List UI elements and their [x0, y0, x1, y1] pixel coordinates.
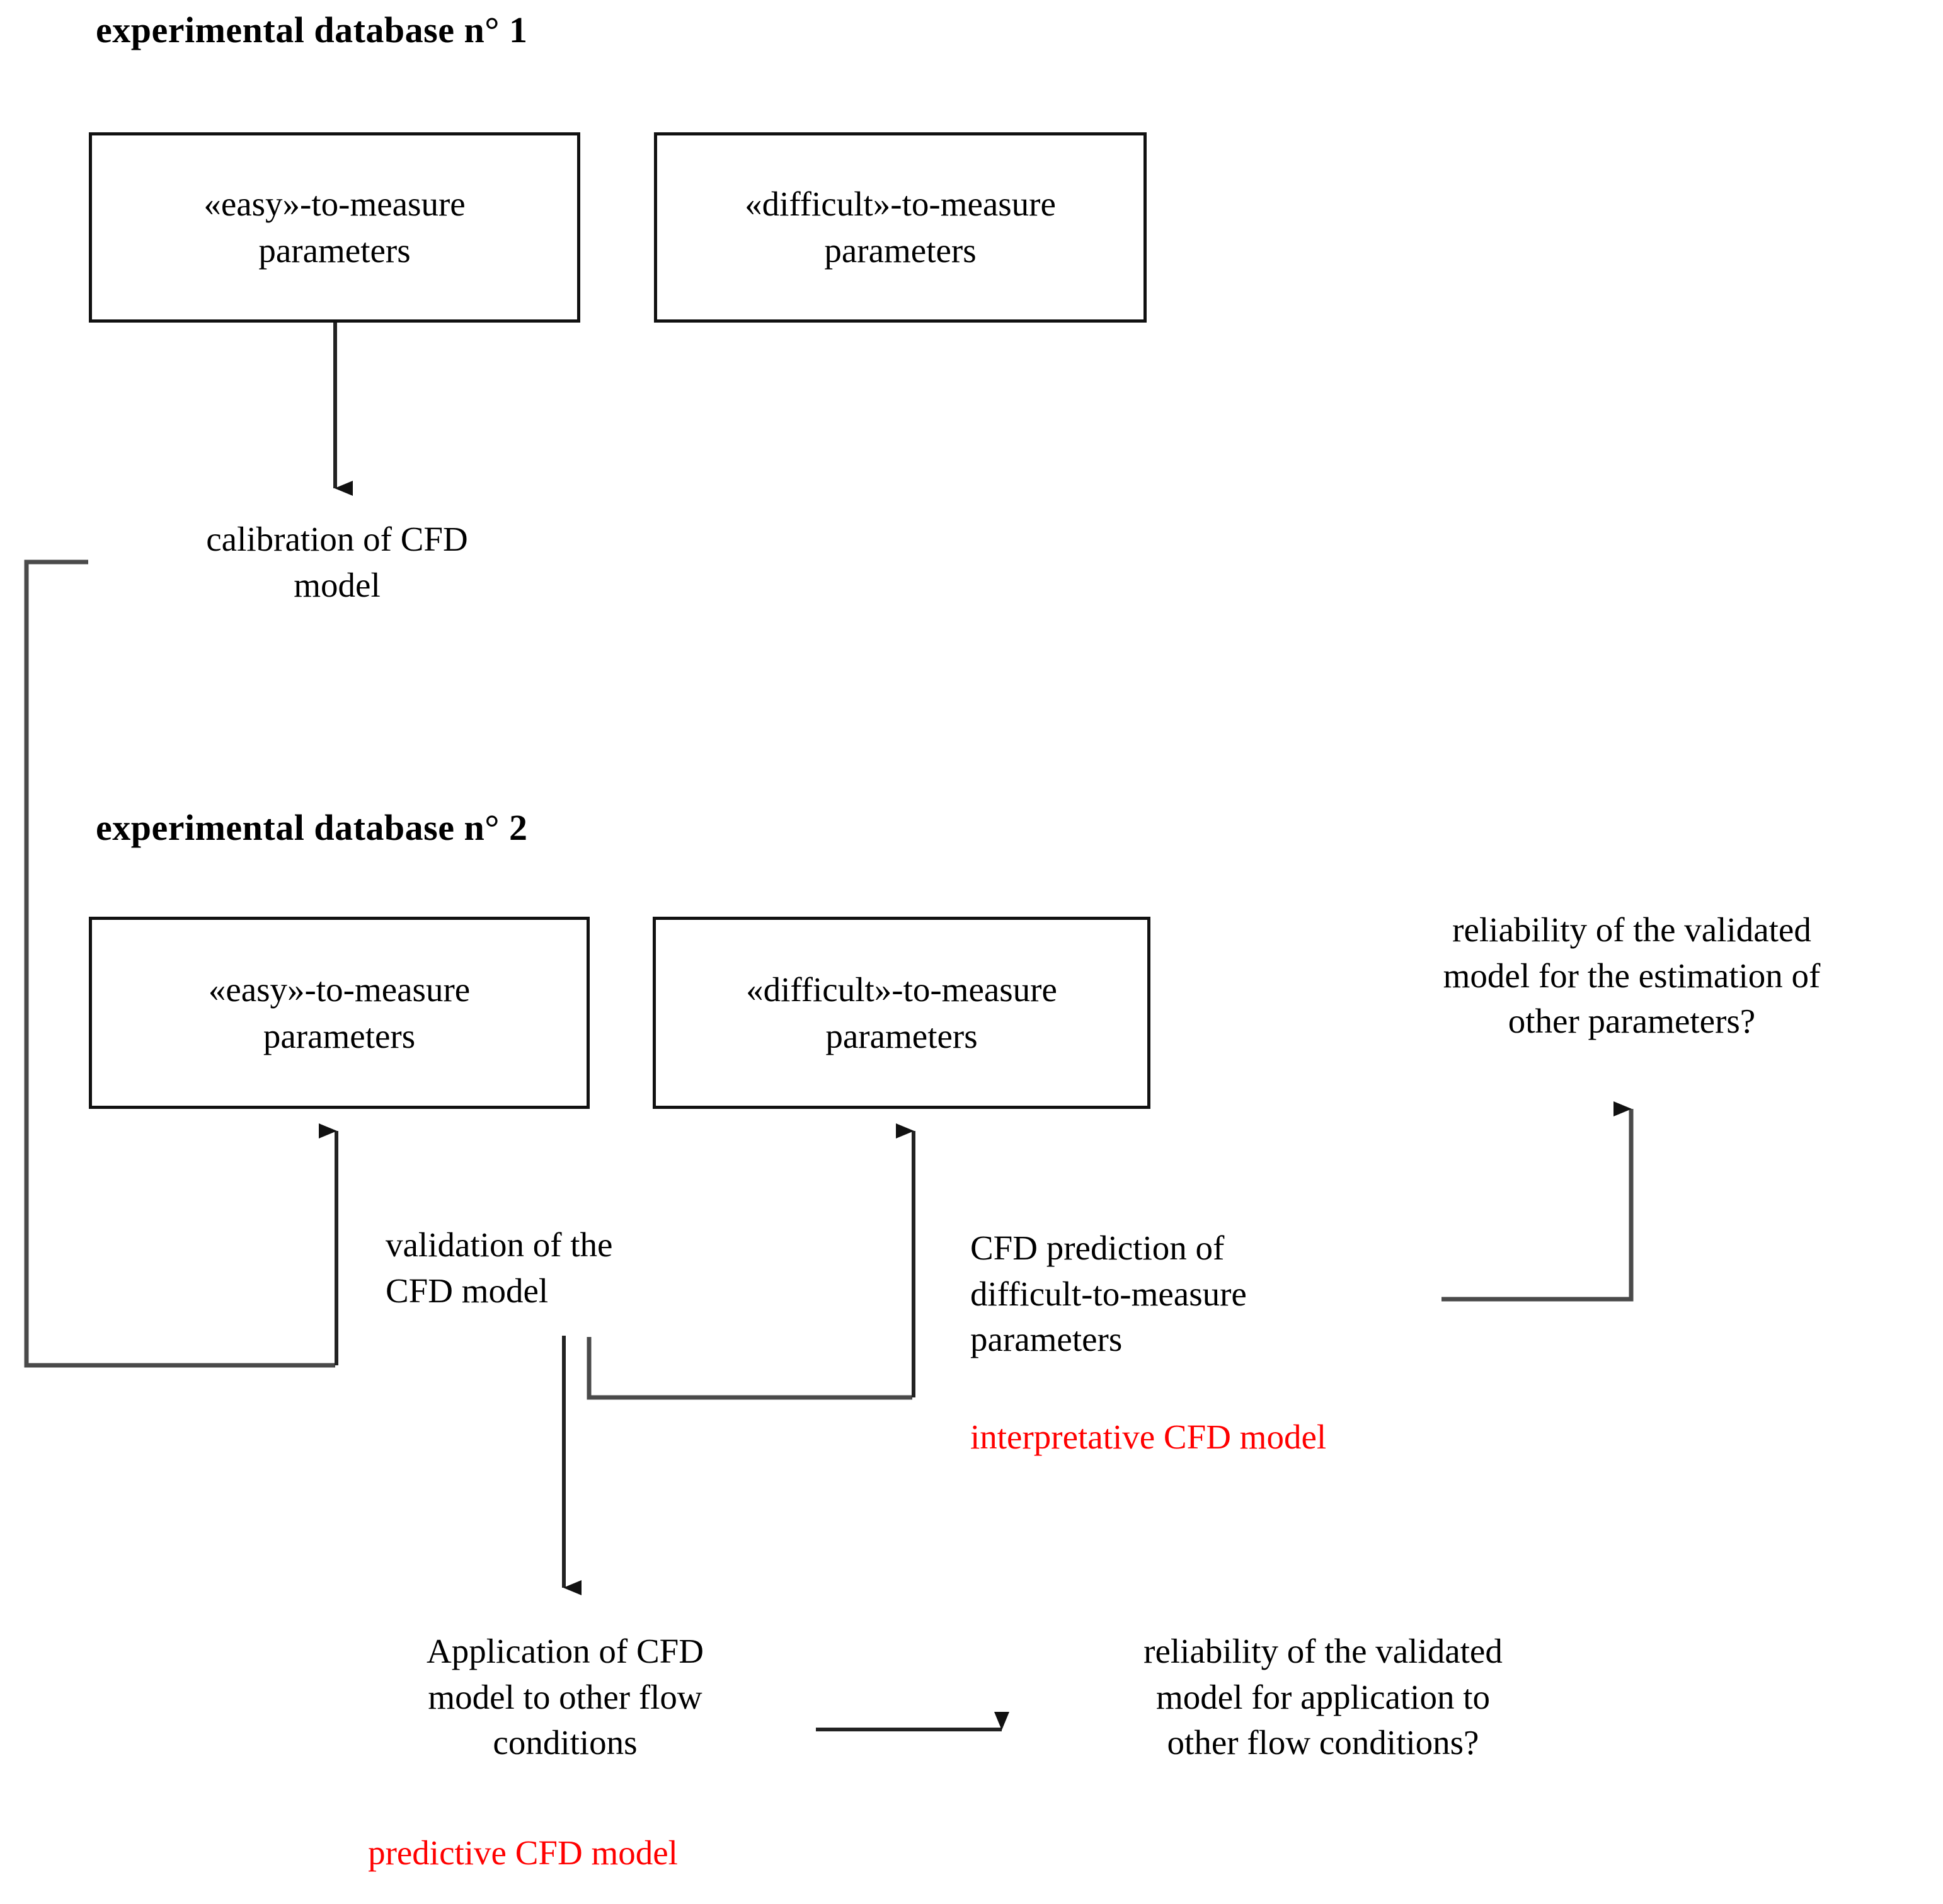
box-db2-easy-parameters[interactable]: «easy»-to-measure parameters	[89, 917, 590, 1109]
label-reliability-for-estimation: reliability of the validated model for t…	[1443, 910, 1821, 1041]
box-db2-easy-label: «easy»-to-measure parameters	[208, 970, 471, 1055]
box-db2-difficult-label: «difficult»-to-measure parameters	[746, 970, 1057, 1055]
label-predictive-cfd-model: predictive CFD model	[368, 1833, 678, 1872]
box-db1-difficult-label: «difficult»-to-measure parameters	[745, 185, 1056, 270]
elbow-cfdprediction-to-reliability-estimation	[1441, 1101, 1634, 1302]
label-calibration-of-cfd-model: calibration of CFD model	[206, 520, 468, 604]
heading-experimental-database-1: experimental database n° 1	[96, 9, 528, 50]
label-cfd-prediction: CFD prediction of difficult-to-measure p…	[970, 1229, 1247, 1359]
heading-experimental-database-2: experimental database n° 2	[96, 807, 528, 848]
elbow-validation-to-db2difficult	[587, 1337, 912, 1400]
label-validation-of-cfd-model: validation of the CFD model	[386, 1225, 613, 1310]
label-application-of-cfd-model: Application of CFD model to other flow c…	[427, 1632, 704, 1762]
label-interpretative-cfd-model: interpretative CFD model	[970, 1418, 1327, 1456]
box-db1-easy-label: «easy»-to-measure parameters	[203, 185, 466, 270]
box-db2-difficult-parameters[interactable]: «difficult»-to-measure parameters	[653, 917, 1150, 1109]
box-db1-difficult-parameters[interactable]: «difficult»-to-measure parameters	[654, 132, 1147, 323]
label-reliability-for-application: reliability of the validated model for a…	[1143, 1632, 1503, 1762]
box-db1-easy-parameters[interactable]: «easy»-to-measure parameters	[89, 132, 580, 323]
